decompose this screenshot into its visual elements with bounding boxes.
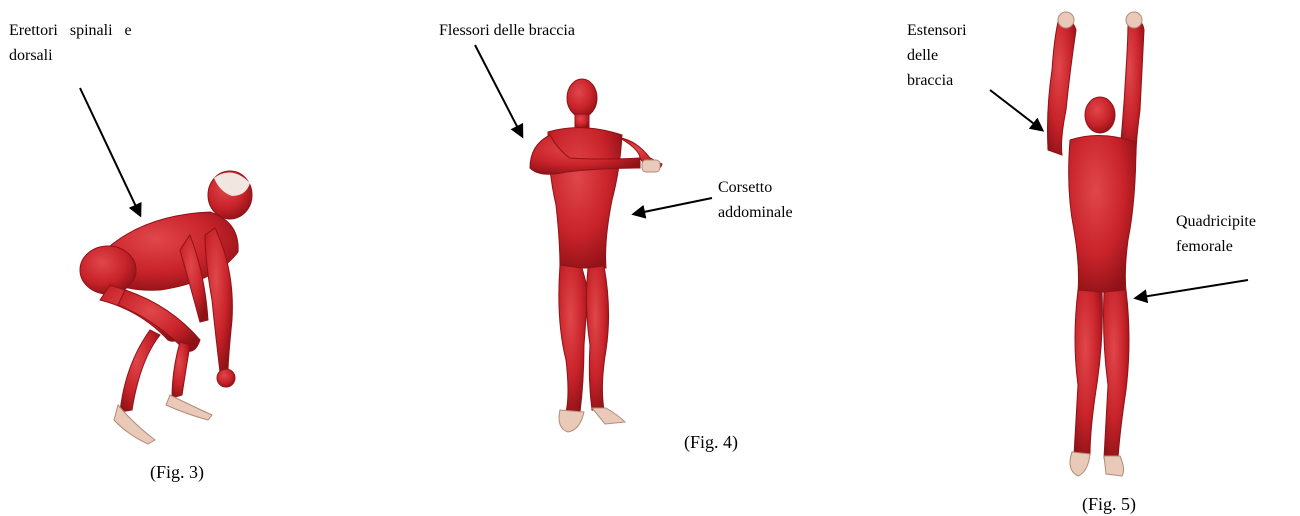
fig3-foot-right [166,395,212,420]
fig5-head [1085,97,1115,133]
label-corsetto: Corsetto addominale [718,175,793,225]
label-quadricipite-line1: Quadricipite [1176,209,1256,234]
label-estensori-line2: delle [907,43,967,68]
arrow-erettori [80,88,140,215]
label-estensori-line3: braccia [907,68,967,93]
fig4-head [567,79,597,117]
arrow-corsetto [634,198,712,214]
arrow-estensori [990,90,1042,130]
label-flessori-text: Flessori delle braccia [439,18,575,43]
caption-fig-5: (Fig. 5) [1082,493,1136,515]
fig5-arm-right [1120,20,1144,155]
fig3-glutes [80,246,136,294]
fig5-hand-left [1058,12,1074,28]
caption-fig-4: (Fig. 4) [684,431,738,453]
figure-3-bent-over [80,171,252,444]
label-quadricipite: Quadricipite femorale [1176,209,1256,259]
label-erettori: Erettori spinali e dorsali [9,18,132,68]
fig3-fist [217,369,235,387]
fig5-leg-right [1104,290,1130,458]
label-corsetto-line1: Corsetto [718,175,793,200]
fig5-foot-right [1104,456,1124,476]
arrow-flessori [475,45,522,136]
fig3-foot-left [114,405,155,444]
label-estensori-line1: Estensori [907,18,967,43]
label-quadricipite-line2: femorale [1176,234,1256,259]
figure-5-arms-raised [1048,12,1145,476]
fig3-shin-left [120,330,160,412]
label-flessori: Flessori delle braccia [439,18,575,43]
fig5-foot-left [1070,452,1090,476]
label-erettori-line2: dorsali [9,43,132,68]
label-estensori: Estensori delle braccia [907,18,967,93]
fig5-torso [1069,135,1136,292]
caption-fig-3: (Fig. 3) [150,461,204,483]
fig5-arm-left [1048,20,1077,155]
fig4-fist [642,160,660,172]
fig3-shin-right [172,342,190,398]
fig4-foot-right [592,408,625,424]
fig4-leg-left [559,265,588,412]
fig4-foot-left [559,410,584,432]
fig5-leg-left [1074,290,1102,455]
label-corsetto-line2: addominale [718,200,793,225]
label-erettori-line1: Erettori spinali e [9,18,132,43]
fig4-neck [575,114,589,128]
figure-4-arms-forward [530,79,662,432]
fig5-hand-right [1126,12,1142,28]
arrow-quadricipite [1136,280,1248,298]
fig3-thigh-right [118,290,200,351]
fig4-leg-right [586,266,608,410]
